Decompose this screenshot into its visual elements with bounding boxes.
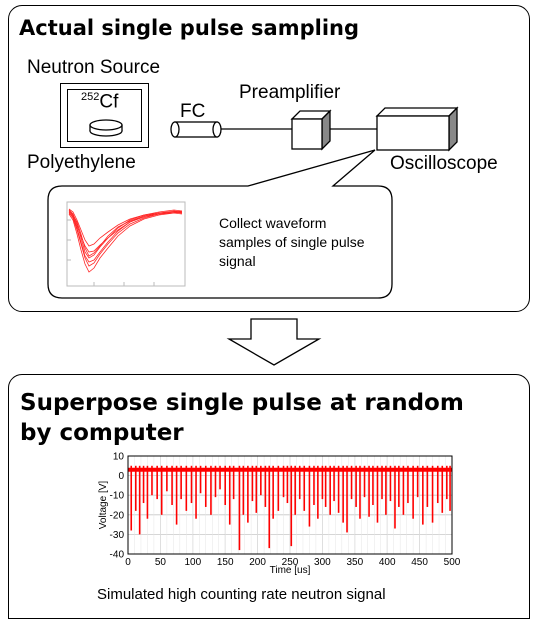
x-tick-label: 300	[314, 557, 331, 568]
y-axis-label: Voltage [V]	[98, 481, 109, 530]
x-tick-label: 350	[346, 557, 363, 568]
top-panel-title: Actual single pulse sampling	[19, 16, 359, 40]
isotope-mass: 252	[81, 91, 100, 103]
y-tick-label: -40	[110, 550, 125, 561]
oscilloscope-icon	[375, 106, 459, 152]
x-tick-label: 50	[155, 557, 167, 568]
bottom-panel-title-line2: by computer	[20, 420, 184, 446]
x-tick-label: 250	[282, 557, 299, 568]
x-tick-label: 450	[411, 557, 428, 568]
neutron-source-inner-box	[67, 89, 142, 142]
fc-label: FC	[180, 101, 206, 122]
callout-text: Collect waveform samples of single pulse…	[219, 215, 365, 269]
preamplifier-label: Preamplifier	[239, 82, 341, 103]
source-disk-icon	[89, 119, 123, 137]
x-tick-label: 400	[379, 557, 396, 568]
polyethylene-label: Polyethylene	[27, 152, 136, 173]
down-arrow-icon	[226, 318, 322, 366]
isotope-symbol: Cf	[99, 91, 119, 113]
y-tick-label: -30	[110, 530, 125, 541]
neutron-source-label: Neutron Source	[27, 57, 161, 78]
x-tick-label: 100	[184, 557, 201, 568]
y-tick-label: 0	[118, 471, 124, 482]
fission-chamber-icon	[170, 121, 222, 138]
y-tick-label: -10	[110, 491, 125, 502]
bottom-panel-title-line1: Superpose single pulse at random	[20, 390, 464, 416]
x-tick-label: 150	[217, 557, 234, 568]
x-tick-label: 500	[444, 557, 461, 568]
x-tick-label: 0	[125, 557, 131, 568]
waveform-traces	[68, 208, 183, 273]
waveform-samples-plot	[66, 201, 186, 287]
preamplifier-icon	[290, 109, 332, 151]
bottom-caption: Simulated high counting rate neutron sig…	[97, 586, 386, 603]
y-tick-label: 10	[113, 452, 125, 463]
oscilloscope-label: Oscilloscope	[390, 153, 498, 174]
y-tick-label: -20	[110, 510, 125, 521]
x-tick-label: 200	[249, 557, 266, 568]
plot-frame	[127, 455, 453, 555]
isotope-label: 252Cf	[81, 91, 118, 113]
x-axis-label: Time [us]	[270, 565, 311, 576]
neutron-source-box	[60, 83, 149, 148]
